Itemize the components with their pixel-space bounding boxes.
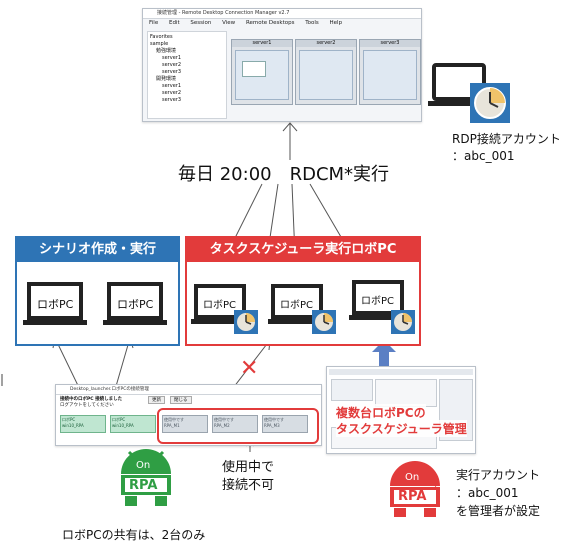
scenario-panel-title: シナリオ作成・実行 xyxy=(17,238,178,262)
launcher-tile[interactable]: 使用中です RPA_M1 xyxy=(162,415,208,433)
rpa-red-label: RPA xyxy=(398,489,427,504)
in-use-note-2: 接続不可 xyxy=(222,478,275,493)
rdcm-window: 接続管理 - Remote Desktop Connection Manager… xyxy=(142,8,422,122)
task-mgmt-line2: タスクスケジューラ管理 xyxy=(336,420,467,437)
clock-icon xyxy=(391,310,415,338)
menu-remote-desktops[interactable]: Remote Desktops xyxy=(245,20,295,26)
in-use-highlight xyxy=(157,408,319,444)
pane-thumbnail xyxy=(363,50,417,100)
menu-help[interactable]: Help xyxy=(329,20,343,26)
rdcm-pane-1[interactable]: server1 xyxy=(231,39,293,105)
rdp-account-id: ：abc_001 xyxy=(452,149,515,163)
refresh-button[interactable]: 更新 xyxy=(148,396,165,404)
blocked-cross: ✕ xyxy=(240,356,259,381)
rpa-red-badge: On xyxy=(405,472,420,483)
menu-view[interactable]: View xyxy=(222,20,236,26)
robo-pc-label: ロボPC xyxy=(117,298,154,311)
launcher-tile[interactable]: ロボPC win10_RPA xyxy=(110,415,156,433)
rdcm-pane-2[interactable]: server2 xyxy=(295,39,357,105)
robo-pc-label: ロボPC xyxy=(280,300,314,311)
close-button[interactable]: 閉じる xyxy=(170,396,192,404)
scenario-panel: シナリオ作成・実行 xyxy=(15,236,180,346)
pane-title: server3 xyxy=(360,40,420,47)
menu-session[interactable]: Session xyxy=(190,20,212,26)
pane-title: server1 xyxy=(232,40,292,47)
clock-icon xyxy=(312,310,336,338)
menu-file[interactable]: File xyxy=(149,20,159,26)
launcher-tile[interactable]: 使用中です RPA_M2 xyxy=(212,415,258,433)
robo-pc-label: ロボPC xyxy=(361,296,395,307)
menu-tools[interactable]: Tools xyxy=(305,20,319,26)
rdcm-tree: Favorites sample 勉強環境 server1 server2 se… xyxy=(147,31,227,119)
launcher-tile[interactable]: ロボPC win10_RPA xyxy=(60,415,106,433)
rdcm-pane-3[interactable]: server3 xyxy=(359,39,421,105)
launcher-window: Desktop_launcher.ロボPCの接続管理 接続中のロボPC 接続しま… xyxy=(55,384,322,446)
pane-thumbnail xyxy=(299,50,353,100)
rpa-robot-red-icon xyxy=(380,458,450,524)
tree-item[interactable]: server3 xyxy=(162,97,182,103)
share-note: ロボPCの共有は、2台のみ xyxy=(62,528,206,542)
laptop-icon xyxy=(103,282,169,330)
schedule-label: 毎日 20:00 RDCM*実行 xyxy=(178,164,390,185)
task-mgmt-line1: 複数台ロボPCの xyxy=(336,404,426,421)
exec-account-note: を管理者が設定 xyxy=(456,504,541,518)
in-use-note-1: 使用中で xyxy=(222,460,275,475)
laptop-icon xyxy=(349,280,409,324)
exec-account-label: 実行アカウント xyxy=(456,468,541,482)
pane-thumbnail xyxy=(235,50,289,100)
tree-item[interactable]: server2 xyxy=(162,62,182,68)
tree-item[interactable]: server1 xyxy=(162,83,182,89)
menu-edit[interactable]: Edit xyxy=(168,20,180,26)
rpa-green-badge: On xyxy=(136,460,151,471)
clock-icon xyxy=(234,310,258,338)
launcher-header: 接続中のロボPC 接続しました xyxy=(60,397,123,402)
tree-item[interactable]: Favorites xyxy=(150,34,173,40)
robo-pc-label: ロボPC xyxy=(203,300,237,311)
robo-pc-label: ロボPC xyxy=(37,298,74,311)
tree-item[interactable]: 開発環境 xyxy=(156,76,177,82)
rpa-robot-green-icon xyxy=(111,444,181,514)
laptop-icon xyxy=(23,282,89,330)
clock-icon xyxy=(470,83,510,127)
rdcm-menubar: File Edit Session View Remote Desktops T… xyxy=(143,19,421,28)
launcher-titlebar: Desktop_launcher.ロボPCの接続管理 xyxy=(56,385,321,395)
rpa-green-label: RPA xyxy=(129,478,158,493)
launcher-subheader: ログアウトをしてください xyxy=(60,403,114,408)
launcher-tile[interactable]: 使用中です RPA_M3 xyxy=(262,415,308,433)
pane-title: server2 xyxy=(296,40,356,47)
tree-item[interactable]: 勉強環境 xyxy=(156,48,177,54)
tree-item[interactable]: server1 xyxy=(162,55,182,61)
laptop-icon xyxy=(191,284,251,328)
exec-account-id: ：abc_001 xyxy=(456,486,519,500)
tree-item[interactable]: server3 xyxy=(162,69,182,75)
rdp-account-label: RDP接続アカウント xyxy=(452,132,561,146)
task-scheduler-panel-title: タスクスケジューラ実行ロボPC xyxy=(187,238,419,262)
rpa-red-sup: 2 xyxy=(432,483,438,492)
tree-item[interactable]: server2 xyxy=(162,90,182,96)
tree-item[interactable]: sample xyxy=(150,41,169,47)
rdcm-titlebar: 接続管理 - Remote Desktop Connection Manager… xyxy=(143,9,421,19)
